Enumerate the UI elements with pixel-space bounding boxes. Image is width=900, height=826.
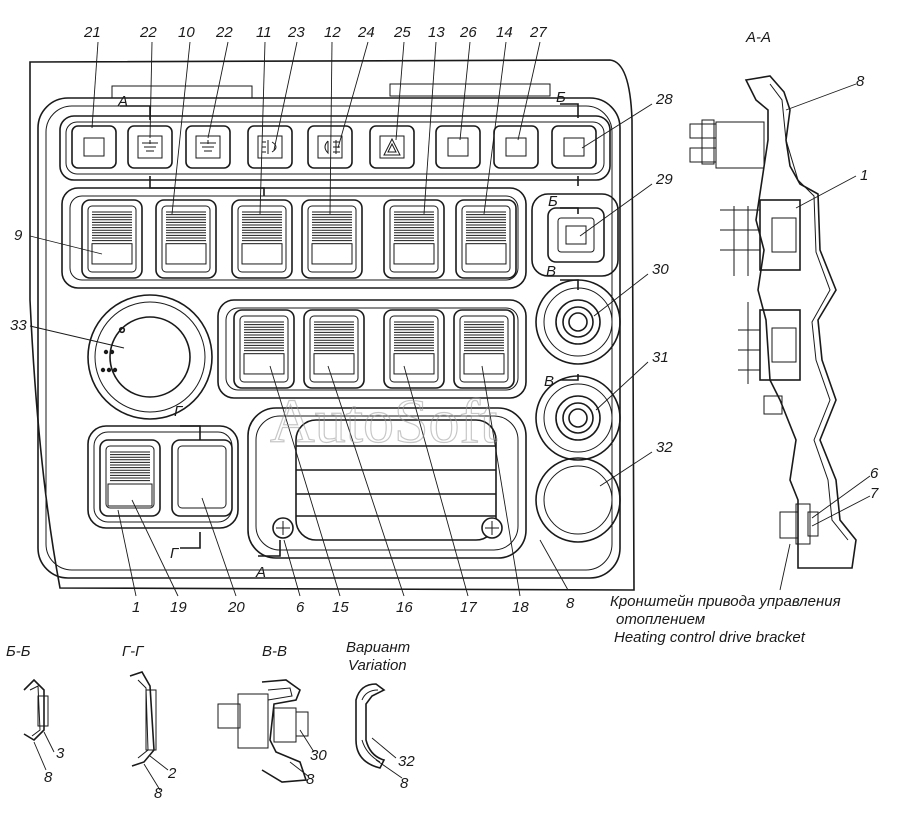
rocker-switch <box>453 309 515 389</box>
rocker-switch <box>155 199 217 279</box>
callout-6: 6 <box>296 599 305 616</box>
hazard-warning-icon <box>383 137 401 156</box>
callout-29: 29 <box>655 171 673 188</box>
rocker-switch <box>303 309 365 389</box>
fog-light-symbol-icon <box>200 140 216 152</box>
callout-22b: 22 <box>215 24 233 41</box>
callout-1: 1 <box>132 599 140 616</box>
section-aa-label-7: 7 <box>870 485 879 502</box>
rocker-switch-row-lower <box>233 309 515 389</box>
switch-panel <box>29 59 635 591</box>
callout-11: 11 <box>256 24 272 41</box>
section-mark-g-bottom: Г <box>170 545 180 562</box>
caption-ru-line1: Кронштейн привода управления <box>610 593 841 610</box>
callout-8: 8 <box>566 595 575 612</box>
callout-19: 19 <box>170 599 187 616</box>
section-mark-b-top: Б <box>556 89 566 106</box>
rear-fog-lamp-icon <box>324 140 340 155</box>
rocker-switch <box>231 199 293 279</box>
variation-title-ru: Вариант <box>346 639 410 656</box>
callout-26: 26 <box>459 24 477 41</box>
section-mark-v-mid: В <box>544 373 554 390</box>
variation-label-8: 8 <box>400 775 409 792</box>
callout-10: 10 <box>178 24 195 41</box>
rocker-switch <box>233 309 295 389</box>
callout-12: 12 <box>324 24 341 41</box>
detail-variation: Вариант Variation 32 8 <box>346 639 415 792</box>
detail-b-b-label-3: 3 <box>56 745 65 762</box>
callout-13: 13 <box>428 24 445 41</box>
bracket-caption: Кронштейн привода управления отоплением … <box>610 593 841 646</box>
rocker-switch <box>383 309 445 389</box>
callout-22: 22 <box>139 24 157 41</box>
callout-24: 24 <box>357 24 375 41</box>
section-mark-g-top: Г <box>174 403 184 420</box>
detail-g-g-label-8: 8 <box>154 785 163 802</box>
callout-27: 27 <box>529 24 547 41</box>
caption-ru-line2: отоплением <box>616 611 705 628</box>
callout-32: 32 <box>656 439 673 456</box>
section-mark-b-mid: Б <box>548 193 558 210</box>
callout-14: 14 <box>496 24 513 41</box>
callout-28: 28 <box>655 91 673 108</box>
callout-21: 21 <box>83 24 101 41</box>
watermark-text: AutoSoft <box>270 388 497 456</box>
detail-v-v-label-30: 30 <box>310 747 327 764</box>
callout-25: 25 <box>393 24 411 41</box>
detail-b-b: Б-Б 3 8 <box>6 643 65 786</box>
detail-v-v-label-8: 8 <box>306 771 315 788</box>
section-a-a-title: А-А <box>745 29 771 46</box>
section-mark-a-top: А <box>117 93 128 110</box>
detail-b-b-label-8: 8 <box>44 769 53 786</box>
detail-v-v-title: В-В <box>262 643 287 660</box>
section-mark-a-bottom: А <box>255 564 266 581</box>
rocker-switch <box>301 199 363 279</box>
section-aa-label-1: 1 <box>860 167 868 184</box>
section-a-a-view: А-А 8 1 6 7 <box>689 29 879 591</box>
callout-leaders <box>29 41 653 597</box>
callout-15: 15 <box>332 599 349 616</box>
fog-light-symbol-icon <box>142 140 158 152</box>
front-fog-lamp-icon <box>262 140 277 154</box>
callout-20: 20 <box>227 599 245 616</box>
variation-label-32: 32 <box>398 753 415 770</box>
section-aa-label-6: 6 <box>870 465 879 482</box>
callout-labels: 21 22 10 22 11 23 12 24 25 13 26 14 27 2… <box>10 24 673 616</box>
callout-18: 18 <box>512 599 529 616</box>
callout-30: 30 <box>652 261 669 278</box>
callout-16: 16 <box>396 599 413 616</box>
section-aa-label-8: 8 <box>856 73 865 90</box>
callout-31: 31 <box>652 349 669 366</box>
caption-en: Heating control drive bracket <box>614 629 806 646</box>
detail-v-v: В-В 30 8 <box>217 643 327 788</box>
callout-33: 33 <box>10 317 27 334</box>
callout-23: 23 <box>287 24 305 41</box>
rocker-switch <box>81 199 143 279</box>
detail-g-g-title: Г-Г <box>122 643 145 660</box>
rocker-switch <box>455 199 517 279</box>
variation-title-en: Variation <box>348 657 407 674</box>
callout-17: 17 <box>460 599 477 616</box>
detail-b-b-title: Б-Б <box>6 643 31 660</box>
rocker-switch-row-upper <box>81 199 517 279</box>
rocker-switch <box>383 199 445 279</box>
callout-9: 9 <box>14 227 23 244</box>
top-button-row <box>71 125 597 169</box>
detail-g-g-label-2: 2 <box>167 765 177 782</box>
detail-g-g: Г-Г 2 8 <box>122 643 177 802</box>
section-mark-v-top: В <box>546 263 556 280</box>
